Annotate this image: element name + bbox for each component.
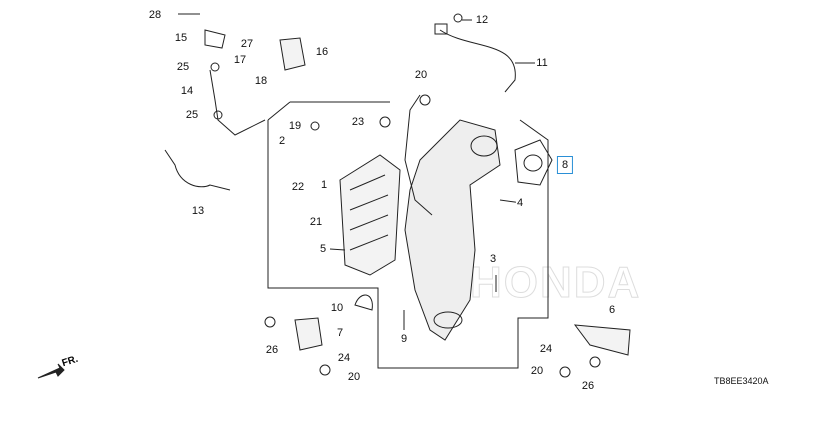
callout-1[interactable]: 1 [319,179,329,191]
callout-17[interactable]: 17 [232,54,248,66]
honda-watermark: HONDA [469,258,642,308]
callout-15[interactable]: 15 [173,32,189,44]
callout-25[interactable]: 25 [175,61,191,73]
callout-27[interactable]: 27 [239,38,255,50]
callout-14[interactable]: 14 [179,85,195,97]
callout-3[interactable]: 3 [488,253,498,265]
callout-21[interactable]: 21 [308,216,324,228]
callout-20[interactable]: 20 [346,371,362,383]
callout-5[interactable]: 5 [318,243,328,255]
callout-20[interactable]: 20 [413,69,429,81]
gasket-part [514,139,553,186]
callout-12[interactable]: 12 [474,14,490,26]
callout-24[interactable]: 24 [538,343,554,355]
callout-26[interactable]: 26 [264,344,280,356]
callout-19[interactable]: 19 [287,120,303,132]
callout-10[interactable]: 10 [329,302,345,314]
callout-13[interactable]: 13 [190,205,206,217]
heat-shield-part [339,154,401,276]
oxygen-sensor-part [439,29,516,93]
callout-16[interactable]: 16 [314,46,330,58]
callout-8[interactable]: 8 [556,156,574,174]
callout-18[interactable]: 18 [253,75,269,87]
callout-20[interactable]: 20 [529,365,545,377]
callout-2[interactable]: 2 [277,135,287,147]
callout-4[interactable]: 4 [515,197,525,209]
callout-9[interactable]: 9 [399,333,409,345]
front-arrow-icon [37,363,65,379]
catalytic-converter-part [404,119,501,341]
callout-7[interactable]: 7 [335,327,345,339]
callout-26[interactable]: 26 [580,380,596,392]
callout-23[interactable]: 23 [350,116,366,128]
callout-6[interactable]: 6 [607,304,617,316]
bracket-part [279,37,306,71]
callout-24[interactable]: 24 [336,352,352,364]
callout-22[interactable]: 22 [290,181,306,193]
callout-28[interactable]: 28 [147,9,163,21]
diagram-code: TB8EE3420A [714,376,769,386]
callout-25[interactable]: 25 [184,109,200,121]
callout-11[interactable]: 11 [535,57,549,69]
